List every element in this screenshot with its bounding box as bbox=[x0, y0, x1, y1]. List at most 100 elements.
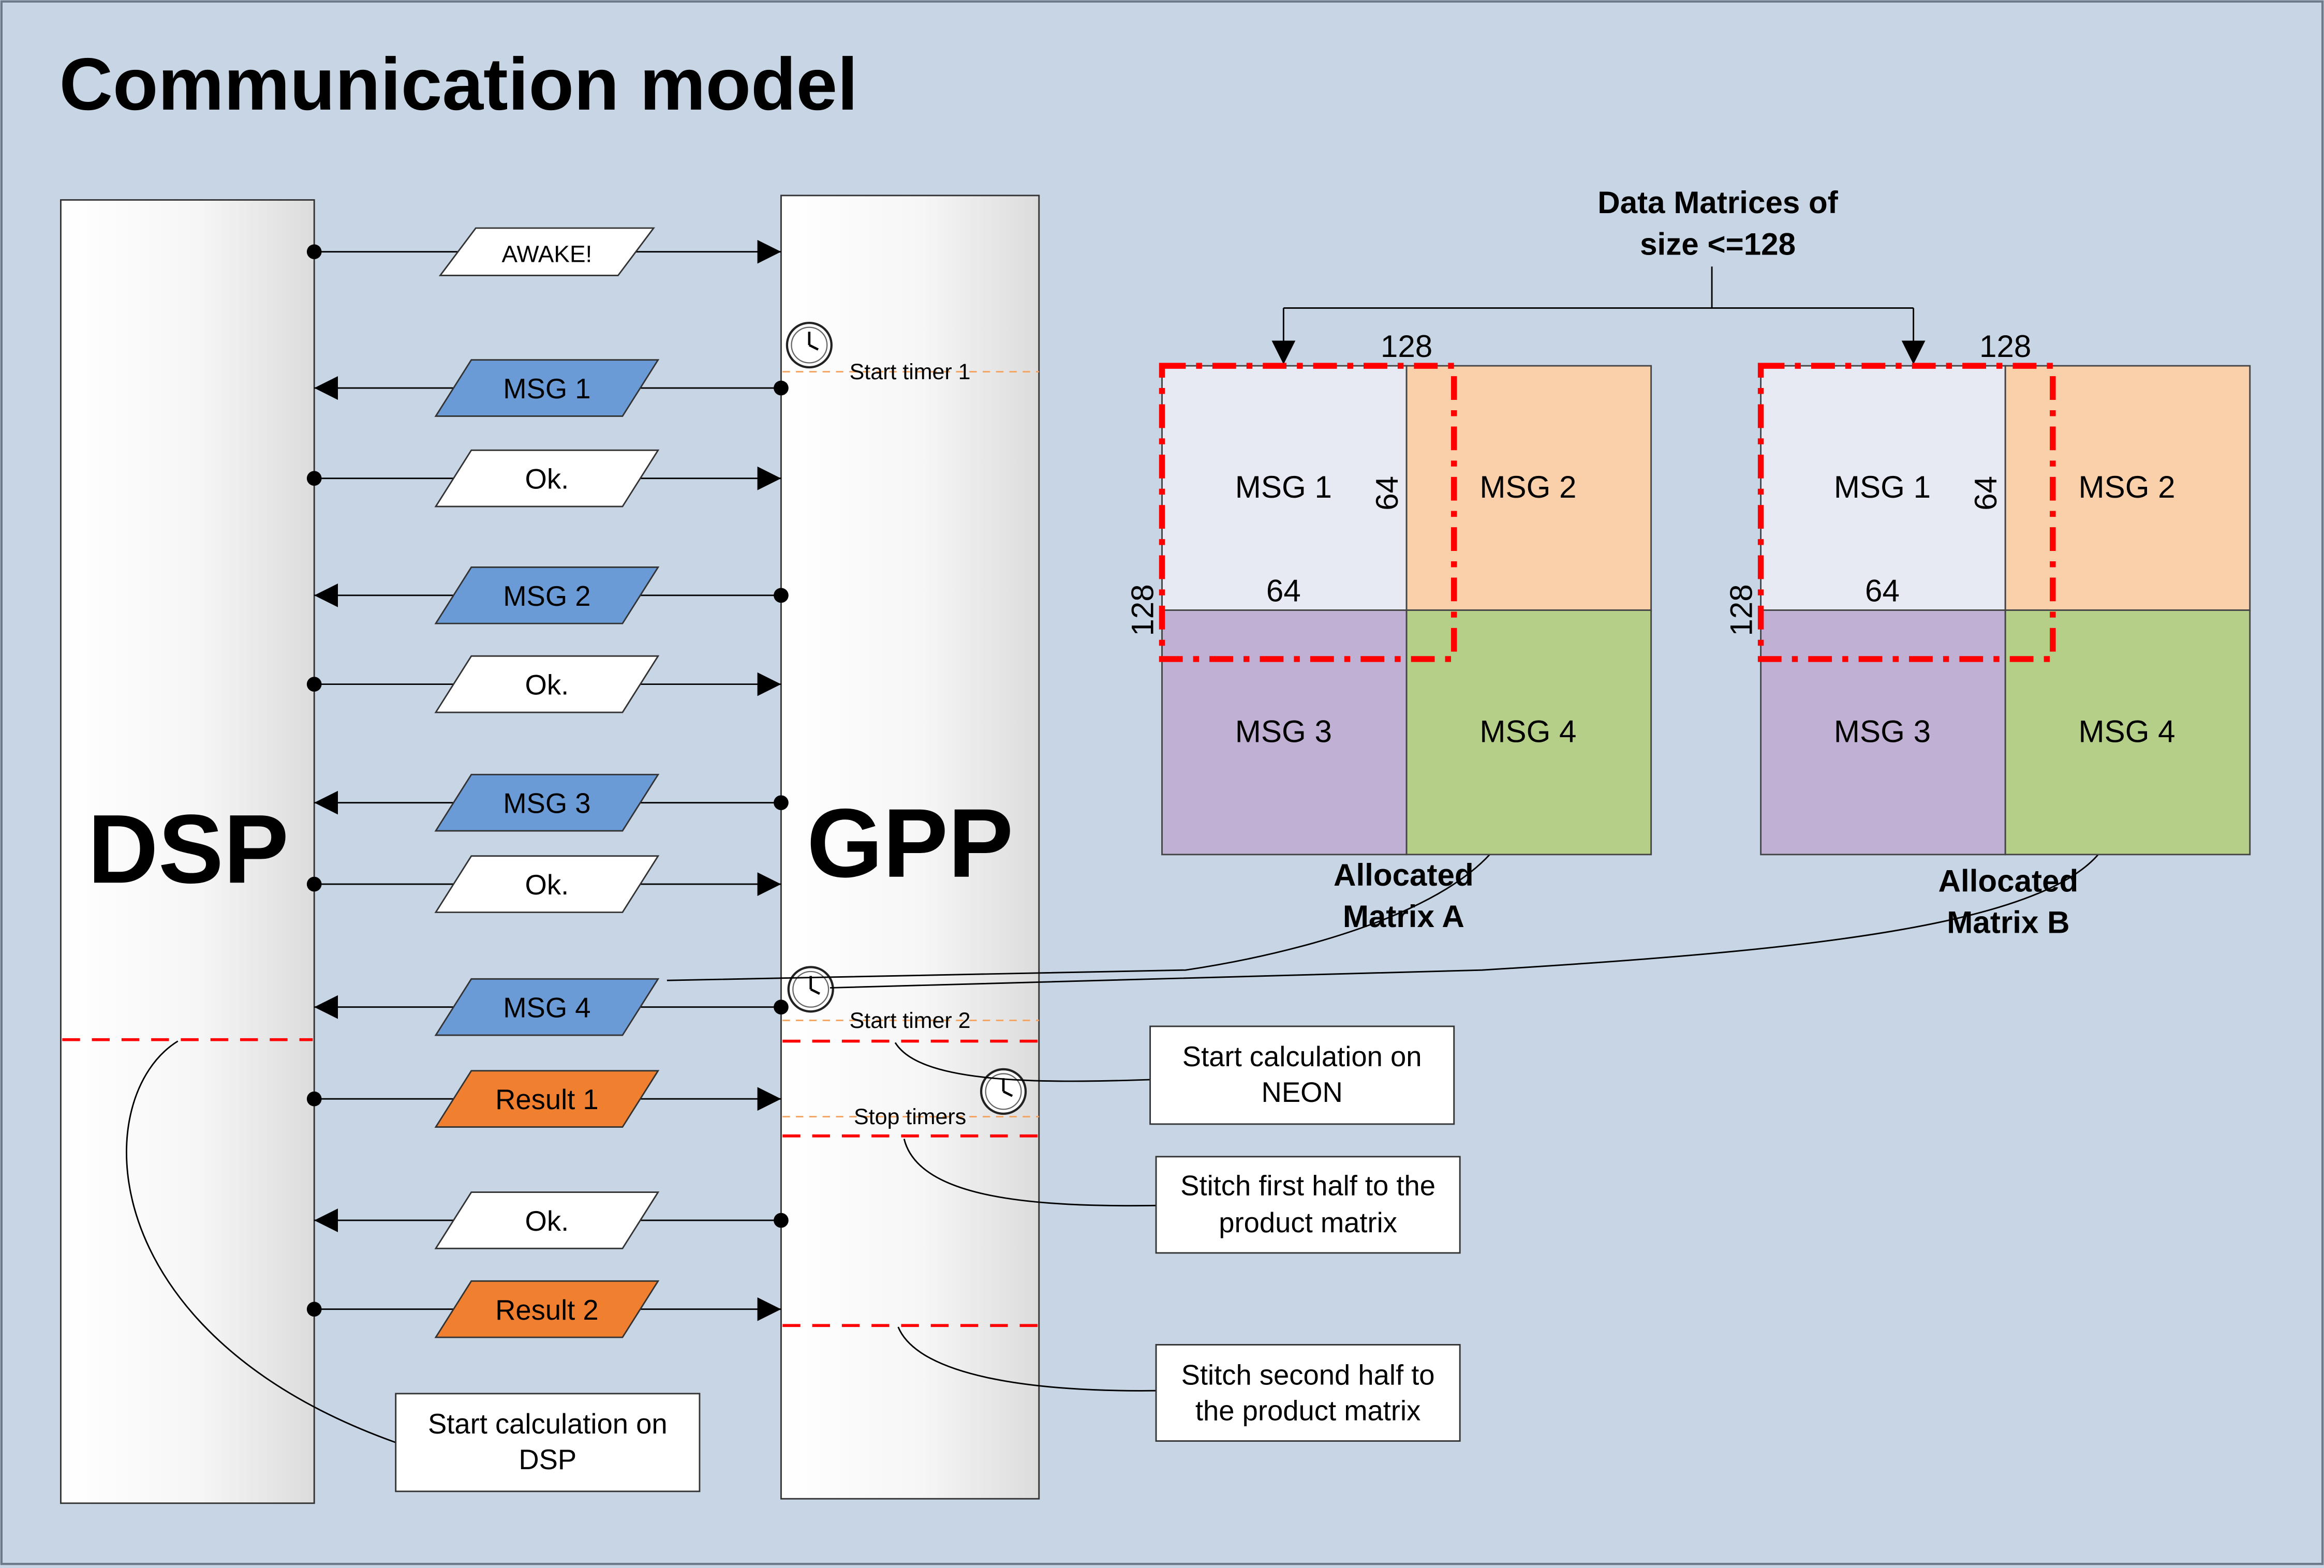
message-row: AWAKE! bbox=[306, 227, 781, 276]
message-row: Ok. bbox=[314, 1191, 789, 1249]
message-shape bbox=[434, 1191, 660, 1249]
matrix-b-q3-label: MSG 3 bbox=[1834, 714, 1931, 749]
note-neon-calc: Start calculation on NEON bbox=[1149, 1025, 1455, 1125]
matrix-b-q2-label: MSG 2 bbox=[2078, 470, 2175, 504]
connector-dsp-calc bbox=[126, 1040, 396, 1443]
matrix-a-dim-top: 128 bbox=[1381, 329, 1432, 364]
timer-label-stop: Stop timers bbox=[854, 1104, 966, 1129]
page-title: Communication model bbox=[60, 43, 858, 126]
matrix-a-q3 bbox=[1161, 609, 1408, 856]
message-row: MSG 4 bbox=[314, 978, 789, 1036]
matrix-b-dim-left: 128 bbox=[1724, 584, 1758, 636]
connector-neon-calc bbox=[894, 1042, 1150, 1082]
message-row: Result 1 bbox=[306, 1070, 781, 1128]
message-row: MSG 1 bbox=[314, 359, 789, 417]
matrix-header-line-2: size <=128 bbox=[1640, 227, 1796, 261]
matrix-b-q2 bbox=[2004, 365, 2251, 611]
message-label: MSG 1 bbox=[503, 373, 590, 405]
message-row: MSG 2 bbox=[314, 566, 789, 624]
message-sequence: AWAKE! MSG 1 Ok. MSG 2 Ok. MSG 3 Ok. MSG 4 Resul… bbox=[306, 227, 789, 1338]
timer-label-start-2: Start timer 2 bbox=[850, 1008, 971, 1033]
matrix-a-q1-label: MSG 1 bbox=[1235, 470, 1332, 504]
matrix-b-q1-label: MSG 1 bbox=[1834, 470, 1931, 504]
note-stitch-second-line-1: Stitch second half to bbox=[1181, 1360, 1435, 1391]
note-stitch-first-line-2: product matrix bbox=[1219, 1207, 1397, 1238]
message-shape bbox=[434, 1070, 660, 1128]
clock-icon bbox=[786, 321, 833, 369]
note-neon-calc-line-2: NEON bbox=[1262, 1077, 1343, 1108]
timer-label-start-1: Start timer 1 bbox=[850, 360, 971, 384]
message-shape bbox=[434, 449, 660, 507]
matrix-a-q4 bbox=[1405, 609, 1652, 856]
message-row: MSG 3 bbox=[314, 773, 789, 832]
clock-icon bbox=[980, 1068, 1027, 1115]
gpp-label: GPP bbox=[807, 789, 1013, 898]
message-label: MSG 3 bbox=[503, 788, 590, 819]
message-origin-dot bbox=[774, 380, 789, 396]
matrix-header-line-1: Data Matrices of bbox=[1597, 185, 1839, 220]
message-shape bbox=[434, 1280, 660, 1338]
message-origin-dot bbox=[306, 1091, 322, 1107]
matrix-a-dim-inner-h: 64 bbox=[1266, 573, 1301, 608]
message-shape bbox=[434, 359, 660, 417]
matrix-a-block-outline bbox=[1159, 363, 1457, 662]
message-shape bbox=[434, 978, 660, 1036]
message-shape bbox=[434, 773, 660, 832]
matrix-a-caption-line-1: Allocated bbox=[1334, 858, 1474, 892]
message-origin-dot bbox=[774, 588, 789, 603]
matrix-a-dim-inner-v: 64 bbox=[1370, 476, 1404, 511]
note-neon-calc-line-1: Start calculation on bbox=[1182, 1041, 1422, 1072]
matrix-header-bracket bbox=[1283, 266, 1914, 309]
matrix-a-q3-label: MSG 3 bbox=[1235, 714, 1332, 749]
matrix-b-q4-label: MSG 4 bbox=[2078, 714, 2175, 749]
message-shape bbox=[434, 566, 660, 624]
dsp-label: DSP bbox=[87, 795, 289, 904]
message-row: Ok. bbox=[306, 449, 781, 507]
matrix-a-q2-label: MSG 2 bbox=[1479, 470, 1576, 504]
message-origin-dot bbox=[774, 1213, 789, 1228]
message-origin-dot bbox=[306, 677, 322, 692]
message-origin-dot bbox=[306, 244, 322, 259]
gpp-lane bbox=[780, 195, 1040, 1500]
message-row: Ok. bbox=[306, 655, 781, 713]
message-label: AWAKE! bbox=[501, 241, 592, 267]
message-label: MSG 4 bbox=[503, 992, 590, 1024]
matrix-a-dim-left: 128 bbox=[1125, 584, 1160, 636]
matrix-b-caption-line-1: Allocated bbox=[1938, 863, 2079, 898]
matrix-b-dim-inner-h: 64 bbox=[1865, 573, 1900, 608]
matrix-a: MSG 1 MSG 2 MSG 3 MSG 4 128 64 128 64 Al… bbox=[1125, 329, 1652, 934]
message-label: Ok. bbox=[525, 869, 569, 901]
note-dsp-calc-line-2: DSP bbox=[519, 1444, 576, 1475]
dsp-lane bbox=[60, 199, 315, 1504]
matrix-a-q4-label: MSG 4 bbox=[1479, 714, 1576, 749]
note-stitch-second-line-2: the product matrix bbox=[1195, 1395, 1420, 1426]
note-stitch-second: Stitch second half to the product matrix bbox=[1155, 1344, 1461, 1442]
message-label: Ok. bbox=[525, 464, 569, 495]
message-shape bbox=[438, 227, 655, 276]
message-shape bbox=[434, 655, 660, 713]
note-stitch-first-line-1: Stitch first half to the bbox=[1180, 1170, 1435, 1201]
matrix-a-q1 bbox=[1161, 365, 1408, 611]
matrix-b: MSG 1 MSG 2 MSG 3 MSG 4 128 64 128 64 Al… bbox=[1724, 329, 2251, 940]
connector-stitch-first bbox=[903, 1139, 1157, 1207]
message-origin-dot bbox=[774, 795, 789, 810]
message-label: Result 1 bbox=[495, 1084, 599, 1115]
matrix-b-dim-inner-v: 64 bbox=[1968, 476, 2003, 511]
connector-stitch-second bbox=[897, 1326, 1157, 1392]
message-origin-dot bbox=[306, 1302, 322, 1317]
message-origin-dot bbox=[774, 999, 789, 1015]
matrix-b-caption-line-2: Matrix B bbox=[1947, 905, 2069, 940]
matrix-b-dim-top: 128 bbox=[1979, 329, 2031, 364]
note-dsp-calc-line-1: Start calculation on bbox=[428, 1408, 668, 1440]
matrix-b-q4 bbox=[2004, 609, 2251, 856]
message-origin-dot bbox=[306, 876, 322, 892]
note-dsp-calc: Start calculation on DSP bbox=[395, 1393, 701, 1492]
message-origin-dot bbox=[306, 471, 322, 486]
matrix-b-block-outline bbox=[1757, 363, 2056, 662]
message-label: Ok. bbox=[525, 669, 569, 701]
message-shape bbox=[434, 855, 660, 913]
matrix-a-q2 bbox=[1405, 365, 1652, 611]
